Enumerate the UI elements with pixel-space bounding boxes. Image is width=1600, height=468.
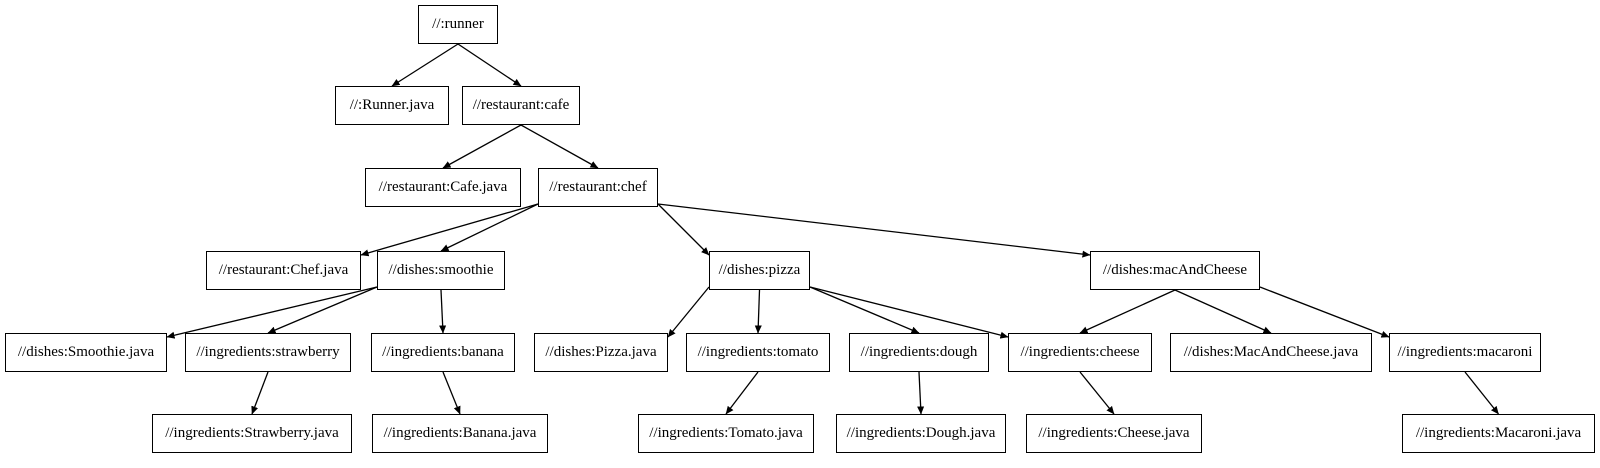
graph-node-label: //ingredients:Cheese.java — [1038, 425, 1190, 441]
graph-node-label: //ingredients:tomato — [697, 344, 819, 360]
graph-node-pizza[interactable]: //dishes:pizza — [709, 251, 810, 290]
graph-edge-cafe-to-CafeJava — [442, 124, 522, 169]
graph-edge-tomato-to-TomatoJava — [725, 371, 759, 415]
graph-node-label: //restaurant:Chef.java — [218, 262, 349, 278]
graph-node-label: //ingredients:Strawberry.java — [165, 425, 339, 441]
graph-edge-pizza-to-PizzaJava — [667, 286, 710, 338]
graph-node-StrawberryJava[interactable]: //ingredients:Strawberry.java — [152, 414, 352, 453]
graph-node-BananaJava[interactable]: //ingredients:Banana.java — [372, 414, 548, 453]
graph-node-strawberry[interactable]: //ingredients:strawberry — [185, 333, 351, 372]
graph-edge-chef-to-macAndCheese — [657, 203, 1091, 258]
graph-node-banana[interactable]: //ingredients:banana — [371, 333, 515, 372]
graph-node-cafe[interactable]: //restaurant:cafe — [462, 86, 580, 125]
graph-edge-macaroni-to-MacaroniJava — [1464, 371, 1500, 415]
graph-node-label: //ingredients:strawberry — [196, 344, 340, 360]
graph-edge-dough-to-DoughJava — [917, 371, 925, 415]
graph-node-label: //restaurant:cafe — [472, 97, 570, 113]
graph-edge-macAndCheese-to-cheese — [1079, 289, 1176, 334]
graph-node-label: //ingredients:banana — [382, 344, 504, 360]
graph-node-label: //dishes:smoothie — [388, 262, 494, 278]
graph-node-label: //ingredients:Dough.java — [846, 425, 996, 441]
graph-node-label: //ingredients:Banana.java — [383, 425, 537, 441]
graph-edge-chef-to-pizza — [657, 203, 710, 256]
graph-node-label: //restaurant:Cafe.java — [378, 179, 508, 195]
graph-node-smoothie[interactable]: //dishes:smoothie — [377, 251, 505, 290]
graph-node-label: //ingredients:cheese — [1020, 344, 1140, 360]
graph-edge-cheese-to-CheeseJava — [1079, 371, 1115, 415]
graph-node-MacaroniJava[interactable]: //ingredients:Macaroni.java — [1402, 414, 1595, 453]
graph-edge-strawberry-to-StrawberryJava — [251, 371, 269, 415]
graph-node-dough[interactable]: //ingredients:dough — [849, 333, 989, 372]
graph-node-TomatoJava[interactable]: //ingredients:Tomato.java — [638, 414, 814, 453]
graph-node-label: //dishes:macAndCheese — [1102, 262, 1248, 278]
graph-node-label: //dishes:MacAndCheese.java — [1183, 344, 1359, 360]
graph-node-macAndCheese[interactable]: //dishes:macAndCheese — [1090, 251, 1260, 290]
graph-node-runner[interactable]: //:runner — [418, 5, 498, 44]
graph-edge-banana-to-BananaJava — [442, 371, 461, 415]
graph-node-ChefJava[interactable]: //restaurant:Chef.java — [206, 251, 361, 290]
graph-node-MacAndCheeseJava[interactable]: //dishes:MacAndCheese.java — [1170, 333, 1372, 372]
graph-node-label: //ingredients:macaroni — [1397, 344, 1533, 360]
graph-node-label: //dishes:pizza — [718, 262, 801, 278]
graph-node-CafeJava[interactable]: //restaurant:Cafe.java — [365, 168, 521, 207]
graph-edge-runner-to-RunnerJava — [391, 43, 459, 87]
graph-node-label: //ingredients:Tomato.java — [649, 425, 803, 441]
graph-edge-smoothie-to-strawberry — [267, 286, 378, 334]
graph-node-SmoothieJava[interactable]: //dishes:Smoothie.java — [5, 333, 167, 372]
graph-node-label: //dishes:Smoothie.java — [17, 344, 155, 360]
graph-node-cheese[interactable]: //ingredients:cheese — [1008, 333, 1152, 372]
graph-node-label: //dishes:Pizza.java — [545, 344, 657, 360]
graph-node-macaroni[interactable]: //ingredients:macaroni — [1389, 333, 1541, 372]
graph-edge-cafe-to-chef — [520, 124, 599, 169]
graph-node-RunnerJava[interactable]: //:Runner.java — [335, 86, 449, 125]
graph-node-label: //restaurant:chef — [549, 179, 647, 195]
graph-edge-chef-to-smoothie — [440, 203, 539, 252]
graph-edge-pizza-to-tomato — [754, 289, 762, 334]
graph-edge-pizza-to-cheese — [809, 286, 1009, 339]
graph-node-PizzaJava[interactable]: //dishes:Pizza.java — [534, 333, 668, 372]
graph-node-label: //:runner — [432, 16, 484, 32]
graph-edge-runner-to-cafe — [457, 43, 522, 87]
graph-edge-macAndCheese-to-MacAndCheeseJava — [1174, 289, 1272, 334]
graph-edge-pizza-to-dough — [809, 286, 920, 334]
graph-node-chef[interactable]: //restaurant:chef — [538, 168, 658, 207]
graph-edge-smoothie-to-SmoothieJava — [166, 286, 378, 339]
graph-edge-smoothie-to-banana — [439, 289, 447, 334]
graph-node-label: //ingredients:Macaroni.java — [1415, 425, 1582, 441]
graph-node-CheeseJava[interactable]: //ingredients:Cheese.java — [1026, 414, 1202, 453]
graph-edge-macAndCheese-to-macaroni — [1259, 286, 1390, 338]
graph-edge-chef-to-ChefJava — [360, 203, 539, 257]
graph-node-tomato[interactable]: //ingredients:tomato — [686, 333, 830, 372]
graph-node-label: //ingredients:dough — [860, 344, 978, 360]
graph-node-DoughJava[interactable]: //ingredients:Dough.java — [836, 414, 1006, 453]
graph-node-label: //:Runner.java — [349, 97, 435, 113]
